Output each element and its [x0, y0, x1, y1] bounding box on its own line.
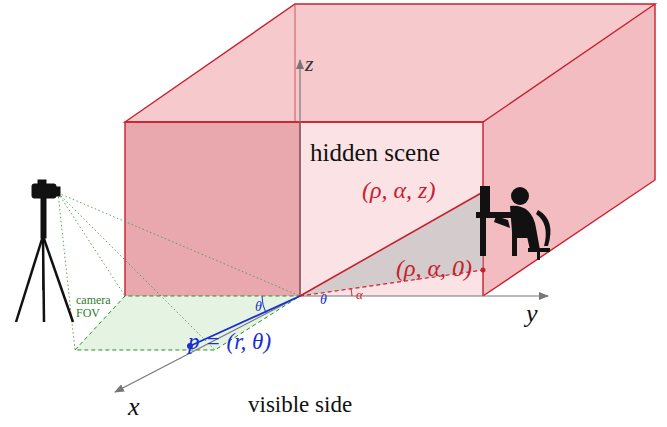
point-label: (ρ, α, 0) [396, 256, 472, 281]
region-label: hidden scene [310, 140, 440, 166]
axis-label: x [128, 393, 140, 420]
point-label: (ρ, α, z) [362, 178, 435, 203]
angle-label: θ [320, 293, 327, 308]
side-label: visible side [248, 393, 352, 417]
angle-label: α [356, 288, 363, 302]
fov-label: camera FOV [76, 294, 124, 319]
point-label: p = (r, θ) [188, 330, 271, 354]
axis-label: y [526, 300, 538, 327]
axis-label: z [305, 52, 314, 75]
angle-label: θ [255, 300, 262, 315]
